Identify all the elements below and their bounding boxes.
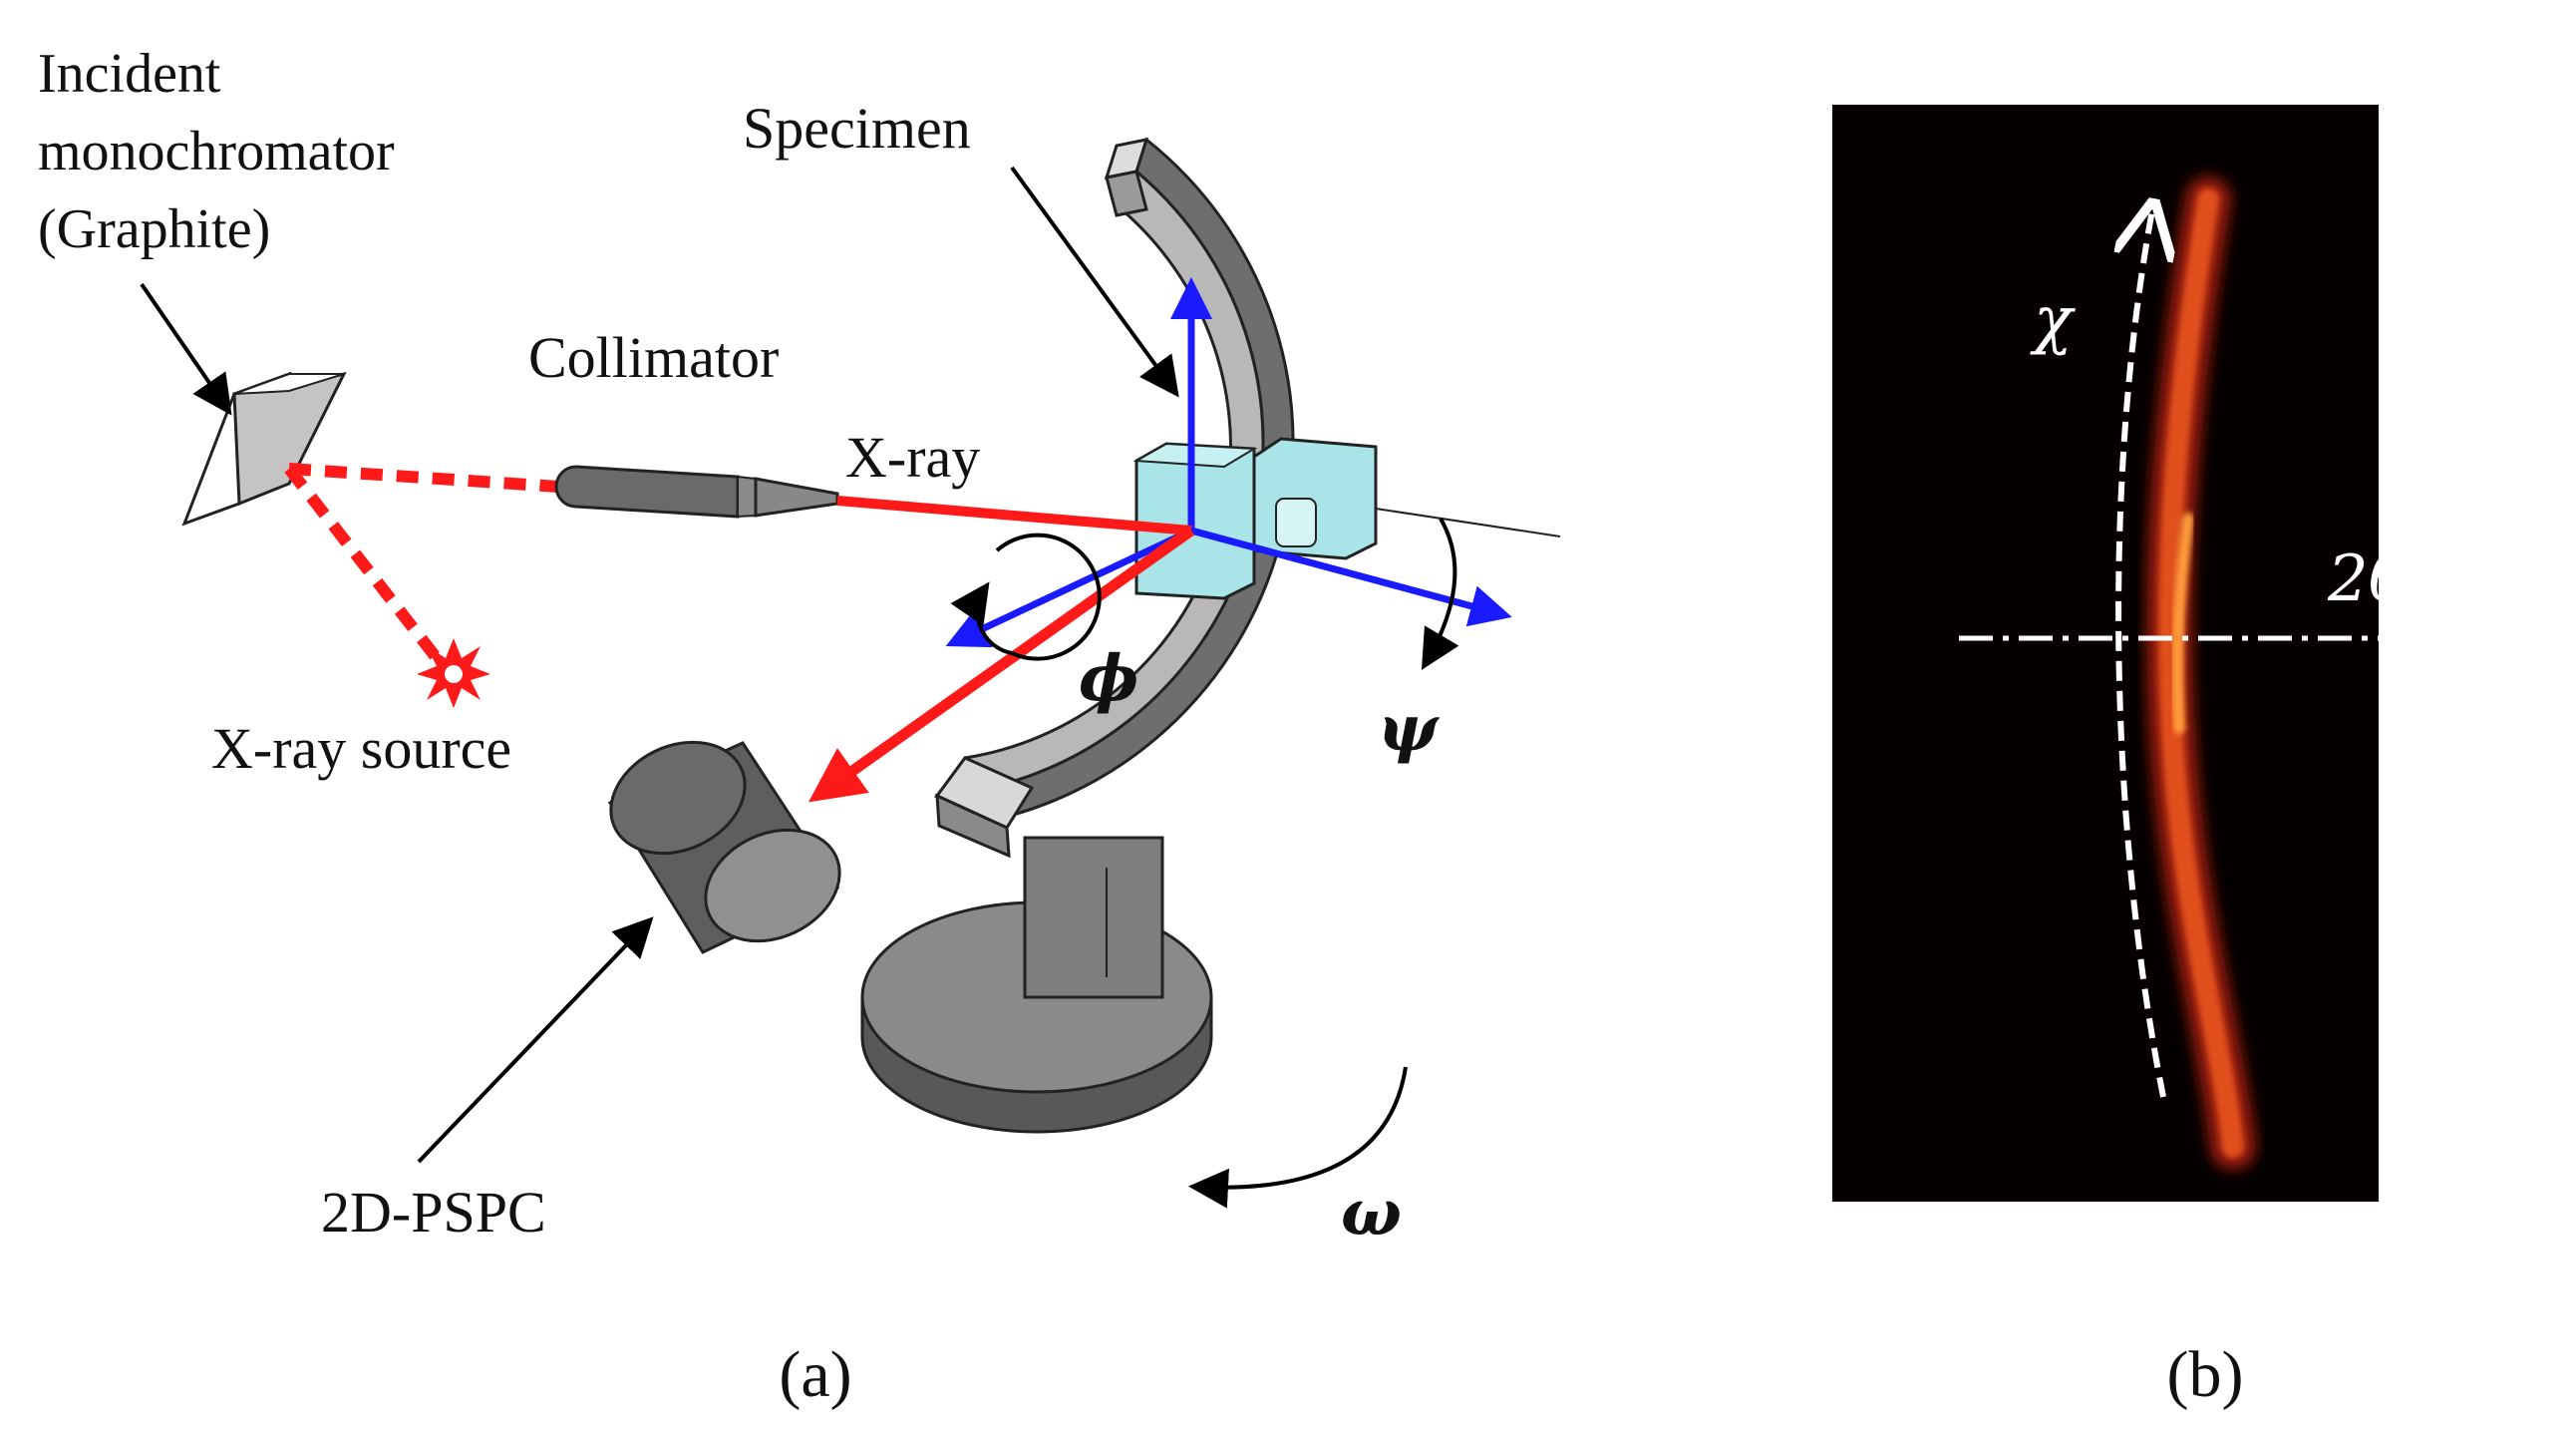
sample-axis-diagonal (945, 527, 1193, 648)
chi-axis-dashed-arc (2118, 204, 2163, 1098)
specimen-leader-arrow (1010, 166, 1179, 398)
phi-label: ϕ (1079, 641, 1138, 716)
diffraction-ring (2146, 177, 2256, 1170)
monochromator-label-line2: monochromator (38, 121, 395, 182)
omega-rotation-arrow (1188, 1066, 1408, 1209)
reference-axis-line (1375, 508, 1561, 537)
detector-2d-pspc (607, 740, 841, 954)
specimen-label: Specimen (743, 96, 971, 161)
xray-beam-label: X-ray (845, 425, 980, 490)
panel-a-diagram: Incident monochromator (Graphite) Specim… (38, 43, 1561, 1411)
goniometer-base (860, 836, 1213, 1134)
monochromator-crystal (181, 371, 347, 527)
panel-a-caption: (a) (779, 1338, 851, 1411)
panel-b-detector-image: χ 2θ (1832, 105, 2482, 1202)
phi-rotation-arrow (950, 533, 1102, 661)
xray-diffracted-beam (808, 526, 1195, 803)
monochromator-label-line3: (Graphite) (38, 198, 270, 260)
xray-source-label: X-ray source (211, 716, 511, 781)
chi-axis-label: χ (2030, 283, 2076, 357)
detector-image-background (1832, 105, 2379, 1202)
psi-rotation-arrow (1421, 517, 1459, 670)
monochromator-label-line1: Incident (38, 43, 221, 105)
chi-cradle (933, 137, 1295, 859)
detector-leader-arrow (417, 916, 654, 1164)
panel-b-caption: (b) (2167, 1338, 2244, 1411)
xray-incident-beam (836, 496, 1192, 536)
xray-source-icon (417, 638, 490, 708)
collimator (554, 465, 839, 519)
omega-label: ω (1341, 1176, 1402, 1251)
collimator-label: Collimator (528, 325, 779, 390)
incident-beam-dotted (284, 463, 559, 662)
psi-label: ψ (1378, 691, 1440, 766)
two-theta-axis-label: 2θ (2327, 542, 2407, 616)
specimen-holder (1132, 437, 1378, 600)
monochromator-leader-arrow (140, 282, 232, 416)
detector-label: 2D-PSPC (321, 1180, 546, 1245)
